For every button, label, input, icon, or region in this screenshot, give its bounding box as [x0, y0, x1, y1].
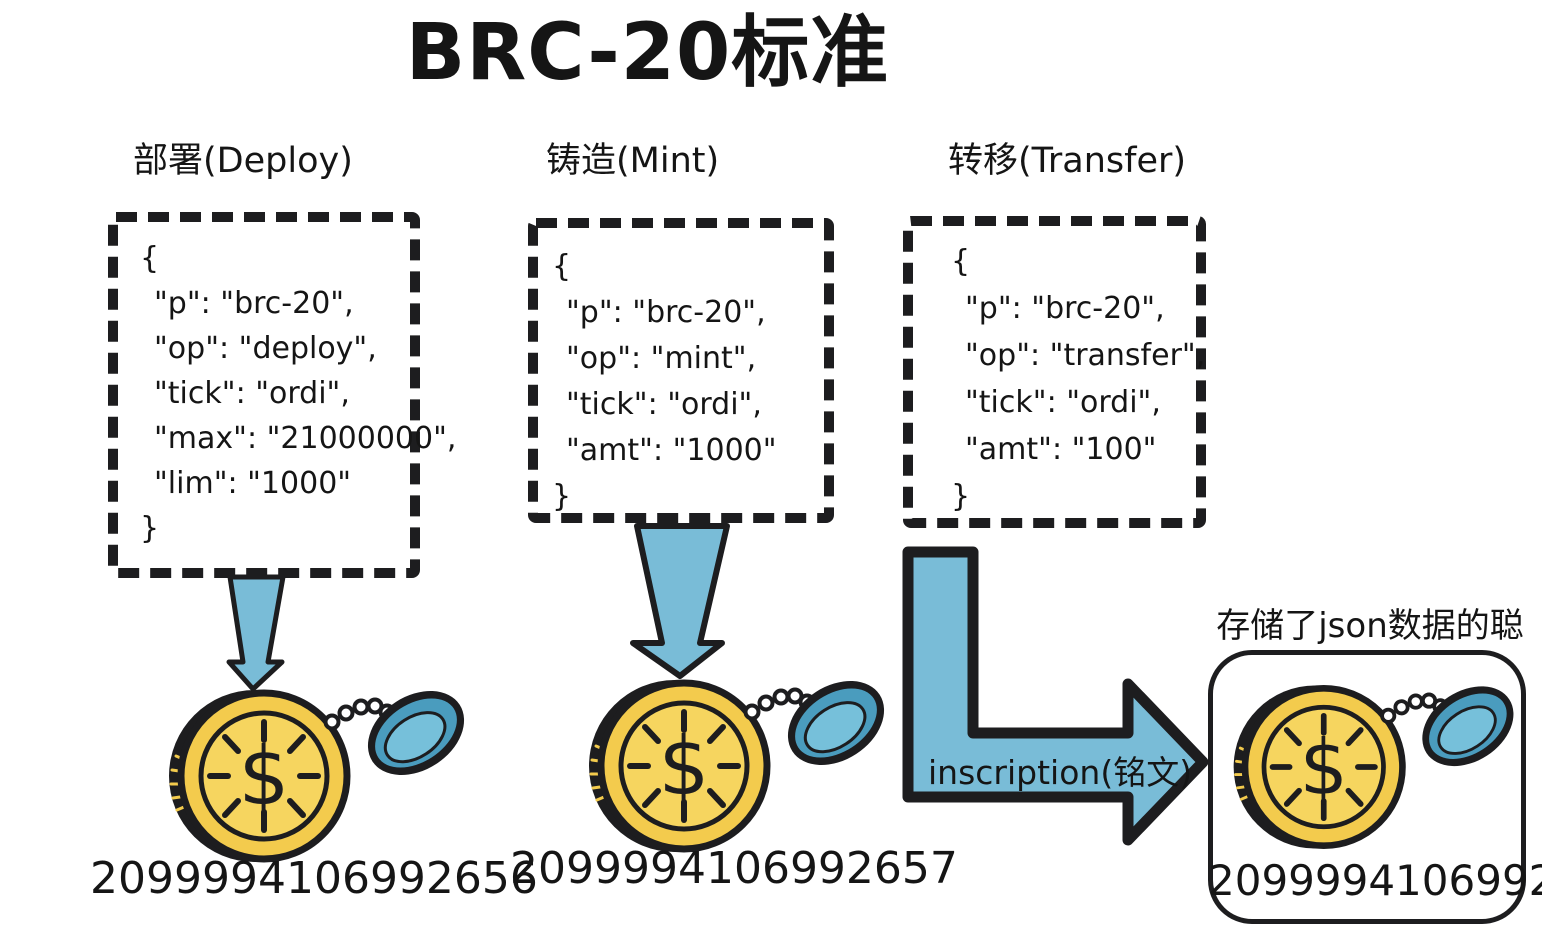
deploy-json-box: { "p": "brc-20", "op": "deploy", "tick":… — [108, 212, 457, 578]
deploy-json-code: { "p": "brc-20", "op": "deploy", "tick":… — [108, 212, 457, 551]
transfer-json-code: { "p": "brc-20", "op": "transfer", "tick… — [903, 216, 1206, 520]
inscription-arrow-icon — [902, 546, 1209, 846]
code-line: "tick": "ordi", — [566, 387, 762, 422]
deploy-down-arrow-icon — [226, 574, 286, 692]
code-line: { — [552, 249, 572, 284]
code-line: "op": "mint", — [566, 341, 757, 376]
code-line: "tick": "ordi", — [154, 376, 350, 411]
mint-satoshi-number: 2099994106992657 — [510, 843, 958, 894]
transfer-satoshi-number: 2099994106992658 — [1208, 856, 1542, 905]
dashed-border — [903, 216, 1206, 528]
transfer-column-label: 转移(Transfer) — [948, 141, 1187, 181]
code-line: { — [951, 244, 971, 279]
code-line: "op": "transfer", — [965, 338, 1206, 373]
page-title: BRC-20标准 — [405, 8, 890, 98]
mint-satoshi-coin-icon — [582, 666, 892, 866]
dashed-border — [528, 218, 834, 523]
code-line: "p": "brc-20", — [965, 291, 1165, 326]
deploy-satoshi-number: 2099994106992656 — [90, 853, 538, 904]
code-line: "amt": "100" — [965, 432, 1157, 467]
mint-column-label: 铸造(Mint) — [546, 141, 720, 181]
code-line: "p": "brc-20", — [154, 286, 354, 321]
code-line: { — [140, 241, 160, 276]
deploy-satoshi-coin-icon — [162, 676, 472, 876]
transfer-satoshi-coin-icon — [1227, 672, 1521, 862]
json-satoshi-box-label: 存储了json数据的聪 — [1216, 606, 1524, 646]
deploy-column-label: 部署(Deploy) — [133, 141, 353, 181]
code-line: "lim": "1000" — [154, 466, 352, 501]
inscription-arrow-label: inscription(铭文) — [928, 753, 1193, 792]
code-line: "amt": "1000" — [566, 433, 777, 468]
mint-json-code: { "p": "brc-20", "op": "mint", "tick": "… — [528, 218, 834, 520]
code-line: "max": "21000000", — [154, 421, 457, 456]
transfer-json-box: { "p": "brc-20", "op": "transfer", "tick… — [903, 216, 1206, 528]
code-line: "tick": "ordi", — [965, 385, 1161, 420]
mint-json-box: { "p": "brc-20", "op": "mint", "tick": "… — [528, 218, 834, 523]
code-line: "op": "deploy", — [154, 331, 377, 366]
dashed-border — [108, 212, 420, 578]
code-line: } — [140, 511, 160, 546]
code-line: } — [552, 479, 572, 514]
code-line: "p": "brc-20", — [566, 295, 766, 330]
mint-down-arrow-icon — [630, 523, 730, 679]
code-line: } — [951, 479, 971, 514]
